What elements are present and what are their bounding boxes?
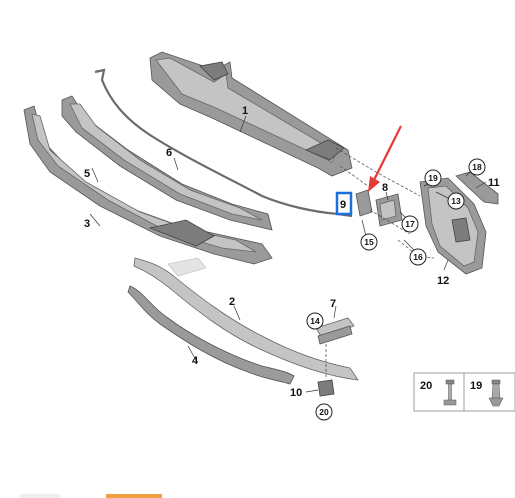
- small-bracket: [315, 317, 355, 345]
- leader-line: [233, 305, 241, 321]
- part-label-7: 7: [330, 298, 336, 310]
- circled-label-19: 19: [424, 169, 442, 187]
- assembly-line: [335, 147, 421, 197]
- bottom-gray-bar: [20, 494, 60, 498]
- circled-label-15: 15: [360, 233, 378, 251]
- highlight-box: [335, 191, 353, 216]
- part-label-4: 4: [192, 355, 199, 367]
- part-label-1: 1: [242, 105, 248, 117]
- bumper-carrier-beam: [149, 51, 353, 177]
- leader-line: [89, 213, 101, 227]
- part-label-11: 11: [488, 177, 500, 189]
- leader-line: [333, 305, 337, 319]
- circled-label-17: 17: [401, 215, 419, 233]
- svg-text:19: 19: [428, 173, 438, 183]
- leader-line: [361, 219, 367, 237]
- part-label-2: 2: [229, 296, 235, 308]
- bracket-housing: [419, 177, 487, 275]
- side-bracket: [455, 171, 499, 205]
- bracket-part-8: [375, 193, 403, 227]
- wire-harness: [94, 68, 353, 218]
- bracket-part-9: [355, 189, 373, 217]
- expansion-rivet-icon: [488, 379, 504, 407]
- svg-text:13: 13: [451, 196, 461, 206]
- screw-icon: [443, 379, 457, 406]
- svg-text:20: 20: [319, 407, 329, 417]
- bottom-highlight-bar: [106, 494, 162, 498]
- circled-label-14: 14: [306, 312, 324, 330]
- leader-line: [173, 157, 179, 171]
- leader-line: [385, 191, 389, 201]
- leader-line: [91, 167, 99, 183]
- lower-rail: [133, 257, 359, 381]
- part-label-6: 6: [166, 147, 172, 159]
- leader-line: [465, 171, 471, 177]
- lower-grille-structure: [23, 105, 273, 265]
- part-label-3: 3: [84, 218, 90, 230]
- circled-label-20: 20: [315, 403, 333, 421]
- part-label-12: 12: [437, 275, 449, 287]
- circled-label-18: 18: [468, 158, 486, 176]
- svg-text:18: 18: [472, 162, 482, 172]
- svg-text:17: 17: [405, 219, 415, 229]
- assembly-line: [369, 209, 411, 235]
- foam-insert: [167, 257, 207, 277]
- leader-line: [305, 389, 319, 393]
- part-label-5: 5: [84, 168, 90, 180]
- part-label-9: 9: [340, 199, 346, 211]
- circled-label-13: 13: [447, 192, 465, 210]
- upper-trim-strip: [61, 95, 273, 231]
- part-label-8: 8: [382, 182, 388, 194]
- clip-part-10: [317, 379, 335, 397]
- lower-grille-bar: [127, 285, 295, 385]
- legend-label-19: 19: [470, 380, 482, 392]
- red-arrow: [368, 125, 402, 192]
- leader-line: [239, 115, 247, 133]
- leader-line: [403, 239, 415, 251]
- fastener-legend: 20 19: [413, 372, 515, 412]
- svg-text:14: 14: [310, 316, 320, 326]
- svg-text:16: 16: [413, 252, 423, 262]
- leader-line: [475, 181, 487, 189]
- leader-line: [443, 259, 449, 271]
- legend-label-20: 20: [420, 380, 432, 392]
- assembly-line: [339, 165, 369, 187]
- leader-line: [435, 191, 449, 199]
- circled-label-16: 16: [409, 248, 427, 266]
- svg-text:15: 15: [364, 237, 374, 247]
- leader-line: [187, 345, 197, 361]
- part-label-10: 10: [290, 387, 302, 399]
